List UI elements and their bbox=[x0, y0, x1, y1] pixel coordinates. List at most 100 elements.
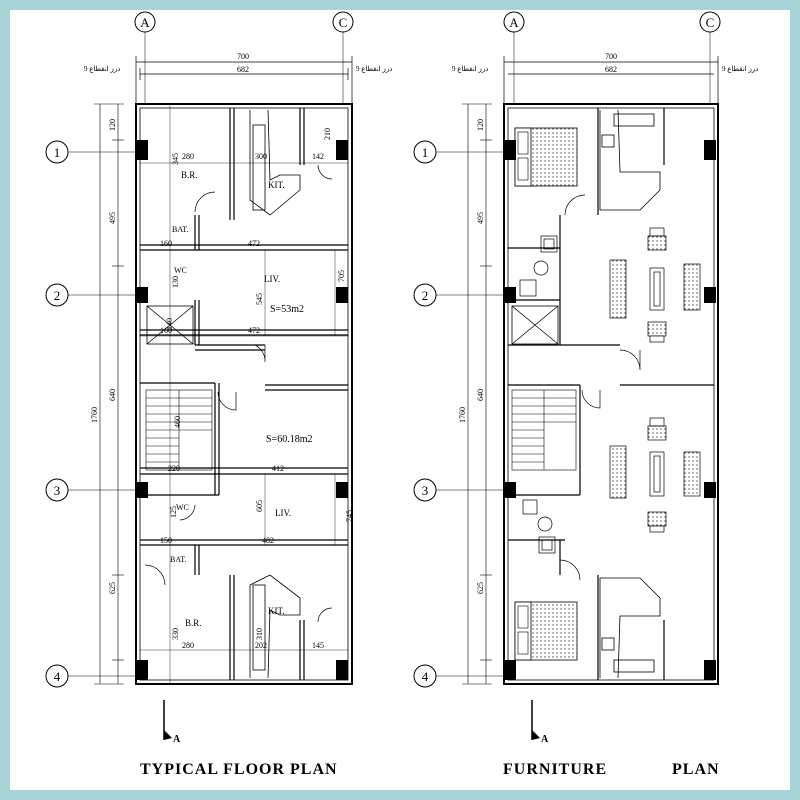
dim-125: 125 bbox=[169, 506, 178, 518]
area-label-bottom: S=60.18m2 bbox=[266, 434, 312, 445]
stairs-right bbox=[511, 389, 577, 471]
floor-plan-drawing: A C 700 682 9 درز انقطاع 9 درز انقطاع 1 … bbox=[45, 11, 758, 778]
dim-472-b: 472 bbox=[248, 326, 260, 335]
inner-wall-line bbox=[139, 107, 349, 681]
dim-412: 412 bbox=[272, 464, 284, 473]
drawing-sheet: A C 700 682 9 درز انقطاع 9 درز انقطاع 1 … bbox=[10, 10, 790, 790]
svg-text:4: 4 bbox=[54, 669, 61, 684]
top-dimension-lines-right bbox=[503, 56, 719, 104]
grid-axis-lines-right bbox=[436, 32, 711, 677]
svg-text:1: 1 bbox=[422, 145, 429, 160]
grid-bubble-c-right: C bbox=[699, 11, 721, 33]
grid-bubble-1-right: 1 bbox=[413, 140, 437, 164]
dim-142: 142 bbox=[312, 152, 324, 161]
dim-120: 120 bbox=[108, 119, 117, 131]
dim-495: 495 bbox=[108, 212, 117, 224]
doors-right bbox=[559, 194, 641, 581]
svg-text:A: A bbox=[140, 15, 150, 30]
grid-bubble-a-left: A bbox=[134, 11, 156, 33]
dim-145: 145 bbox=[312, 641, 324, 650]
dim-625-right: 625 bbox=[476, 582, 485, 594]
dim-202-bottom: 202 bbox=[255, 641, 267, 650]
dim-140: 140 bbox=[165, 318, 174, 330]
room-label-br-top: B.R. bbox=[181, 170, 198, 180]
overall-width-dim: 700 bbox=[237, 52, 249, 61]
side-note-left-right: 9 درز انقطاع bbox=[452, 65, 488, 73]
room-label-liv-bottom: LIV. bbox=[275, 508, 291, 518]
kitchen-counter-bottom-right bbox=[599, 577, 661, 679]
shaft-right bbox=[511, 305, 559, 345]
dim-605: 605 bbox=[255, 500, 264, 512]
grid-bubble-2-right: 2 bbox=[413, 283, 437, 307]
svg-text:1: 1 bbox=[54, 145, 61, 160]
vertical-dimension-lines bbox=[94, 103, 124, 685]
living-furniture-top bbox=[609, 227, 701, 343]
room-label-kit-bottom: KIT. bbox=[268, 606, 285, 616]
dim-120-right: 120 bbox=[476, 119, 485, 131]
vertical-dimension-lines-right bbox=[462, 103, 492, 685]
room-label-liv-top: LIV. bbox=[264, 274, 280, 284]
grid-bubble-c-left: C bbox=[332, 11, 354, 33]
dim-472-a: 472 bbox=[248, 239, 260, 248]
outer-wall bbox=[135, 103, 353, 685]
furniture-plan: A C 700 682 9 درز انقطاع 9 درز انقطاع 1 … bbox=[413, 11, 758, 778]
doors bbox=[144, 164, 333, 623]
structural-columns-right bbox=[504, 140, 716, 680]
kitchen-counter-bottom bbox=[249, 574, 301, 679]
grid-bubble-4-left: 4 bbox=[45, 664, 69, 688]
dim-705: 705 bbox=[337, 270, 346, 282]
dim-160-a: 160 bbox=[160, 239, 172, 248]
room-label-kit-top: KIT. bbox=[268, 180, 285, 190]
interior-walls-right bbox=[508, 108, 714, 680]
grid-bubble-3-left: 3 bbox=[45, 478, 69, 502]
dim-625: 625 bbox=[108, 582, 117, 594]
dimension-numbers: 280 300 142 160 472 160 472 220 412 150 … bbox=[160, 128, 354, 650]
grid-bubble-3-right: 3 bbox=[413, 478, 437, 502]
svg-text:2: 2 bbox=[422, 288, 429, 303]
room-label-bat-bottom: BAT. bbox=[170, 555, 187, 564]
overall-height-dim: 1760 bbox=[90, 407, 99, 423]
typical-floor-plan: A C 700 682 9 درز انقطاع 9 درز انقطاع 1 … bbox=[45, 11, 392, 778]
dim-300: 300 bbox=[255, 152, 267, 161]
kitchen-counter-top-right bbox=[599, 109, 661, 211]
room-label-wc-top: WC bbox=[174, 266, 187, 275]
inner-width-dim-right: 682 bbox=[605, 65, 617, 74]
outer-wall-right bbox=[503, 103, 719, 685]
svg-text:2: 2 bbox=[54, 288, 61, 303]
inner-width-dim: 682 bbox=[237, 65, 249, 74]
living-furniture-bottom bbox=[609, 417, 701, 533]
dim-745: 745 bbox=[345, 510, 354, 522]
dim-482: 482 bbox=[262, 536, 274, 545]
dim-345: 345 bbox=[171, 153, 180, 165]
dim-130: 130 bbox=[171, 276, 180, 288]
bed-top bbox=[514, 127, 578, 187]
section-mark-right: A bbox=[531, 700, 549, 745]
svg-text:A: A bbox=[173, 734, 181, 745]
section-mark-left: A bbox=[163, 700, 181, 745]
grid-bubble-1-left: 1 bbox=[45, 140, 69, 164]
dim-220: 220 bbox=[168, 464, 180, 473]
dim-210: 210 bbox=[323, 128, 332, 140]
svg-text:4: 4 bbox=[422, 669, 429, 684]
room-label-br-bottom: B.R. bbox=[185, 618, 202, 628]
area-label-top: S=53m2 bbox=[270, 304, 304, 315]
interior-walls bbox=[140, 108, 348, 680]
bathroom-fixtures bbox=[519, 235, 558, 554]
svg-text:3: 3 bbox=[422, 483, 429, 498]
dim-310: 310 bbox=[255, 628, 264, 640]
grid-bubble-4-right: 4 bbox=[413, 664, 437, 688]
room-label-wc-bottom: WC bbox=[176, 503, 189, 512]
svg-text:C: C bbox=[706, 15, 715, 30]
grid-axis-lines bbox=[68, 32, 344, 677]
svg-text:A: A bbox=[509, 15, 519, 30]
overall-width-dim-right: 700 bbox=[605, 52, 617, 61]
svg-text:A: A bbox=[541, 734, 549, 745]
side-note-left: 9 درز انقطاع bbox=[84, 65, 120, 73]
structural-columns bbox=[136, 140, 348, 680]
svg-text:C: C bbox=[339, 15, 348, 30]
inner-wall-line-right bbox=[507, 107, 715, 681]
grid-bubble-a-right: A bbox=[503, 11, 525, 33]
dim-280-top: 280 bbox=[182, 152, 194, 161]
bed-bottom bbox=[514, 601, 578, 661]
grid-bubble-2-left: 2 bbox=[45, 283, 69, 307]
